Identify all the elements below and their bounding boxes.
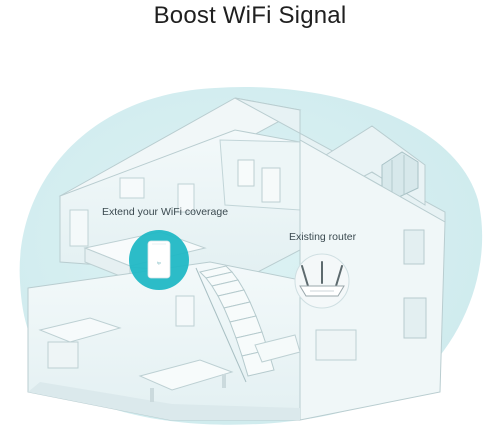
wifi-router-icon xyxy=(299,261,345,297)
extender-label: Extend your WiFi coverage xyxy=(102,206,229,218)
svg-text:tp: tp xyxy=(157,260,161,265)
range-extender-icon: tp xyxy=(147,240,171,279)
upper-right-room xyxy=(219,139,301,211)
router-marker xyxy=(294,253,350,309)
extender-marker: tp xyxy=(129,230,189,290)
router-label: Existing router xyxy=(289,231,357,243)
staircase xyxy=(195,265,275,383)
page-title: Boost WiFi Signal xyxy=(153,2,347,29)
